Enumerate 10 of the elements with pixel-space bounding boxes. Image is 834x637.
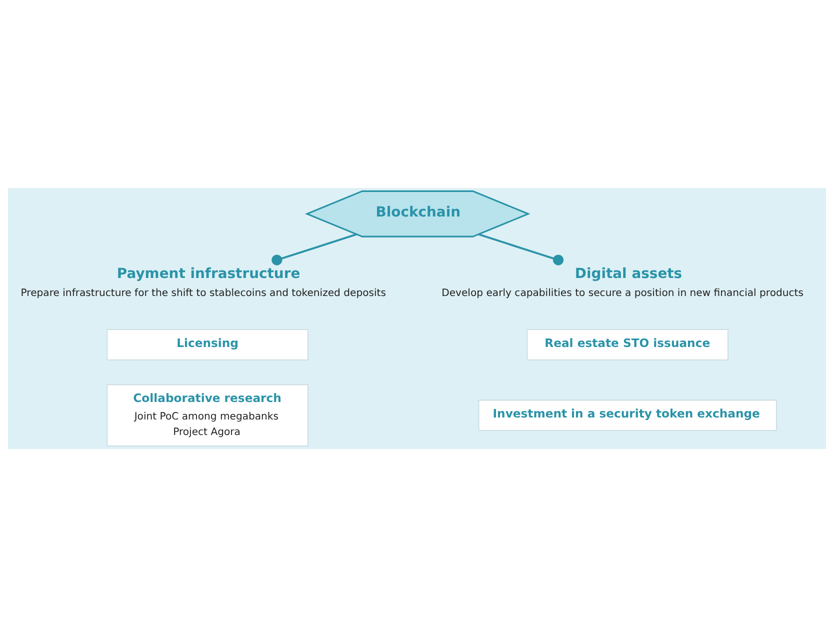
node-box: Licensing <box>106 329 308 360</box>
node-box: Investment in a security token exchange <box>478 400 777 431</box>
connector <box>478 233 564 266</box>
node-box: Real estate STO issuance <box>526 329 728 360</box>
node-label: Prepare infrastructure for the shift to stablecoins and tokenized deposits <box>20 288 386 299</box>
node-text: Payment infrastructure <box>116 266 300 282</box>
node-label: Develop early capabilities to secure a position in new financial products <box>442 288 804 299</box>
node-text: Digital assets <box>574 266 682 282</box>
node-box: Collaborative research Joint PoC among megabanks Project Agora <box>106 384 308 446</box>
connector <box>272 233 357 266</box>
